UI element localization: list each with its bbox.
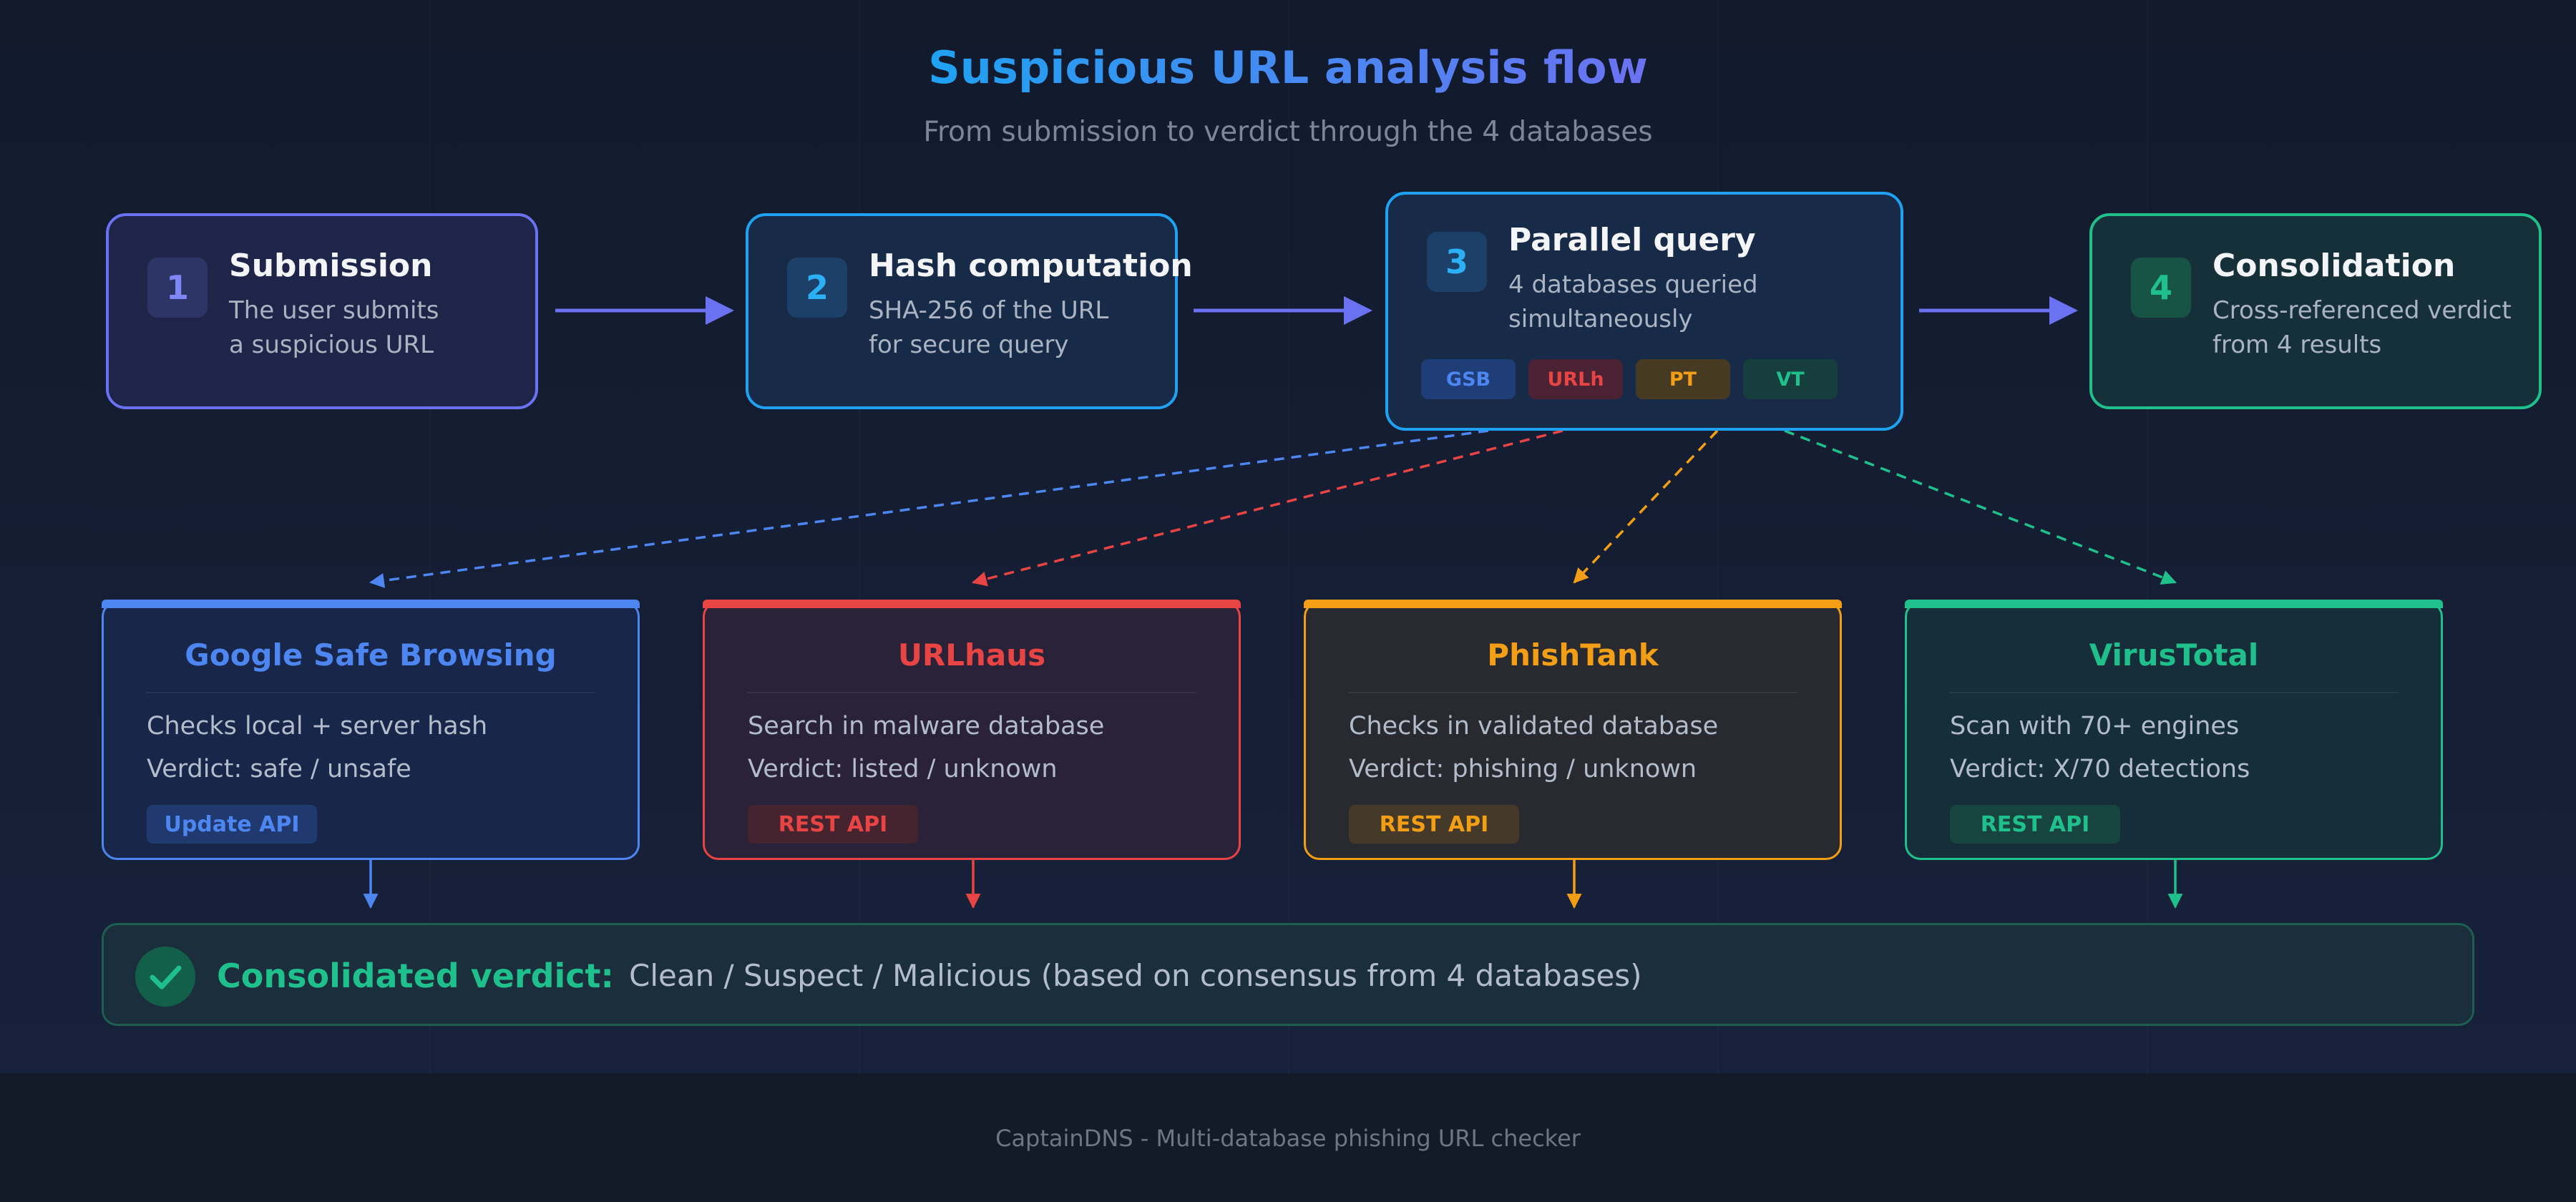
step-title: Hash computation [869, 248, 1193, 284]
verdict-outcomes: Clean / Suspect / Malicious (based on co… [629, 958, 1642, 993]
step-description-line: SHA-256 of the URL [869, 296, 1109, 325]
step-title: Parallel query [1508, 222, 1756, 258]
card-accent-bar [1905, 600, 2443, 608]
database-verdict: Verdict: safe / unsafe [147, 755, 411, 783]
step-number-badge: 1 [147, 258, 208, 318]
step-title: Submission [229, 248, 433, 284]
database-name: Google Safe Browsing [185, 637, 557, 673]
dashed-arrow-to-gsb [369, 429, 1489, 588]
step-description-line: The user submits [229, 296, 439, 325]
diagram-subtitle: From submission to verdict through the 4… [923, 116, 1653, 148]
dashed-arrow-to-phishtank [1573, 429, 1719, 584]
footer-caption: CaptainDNS - Multi-database phishing URL… [995, 1125, 1581, 1152]
database-verdict: Verdict: listed / unknown [748, 755, 1058, 783]
divider [1349, 692, 1797, 693]
divider [147, 692, 595, 693]
database-card-phishtank: PhishTank Checks in validated database V… [1304, 601, 1842, 860]
divider [1950, 692, 2398, 693]
database-description: Scan with 70+ engines [1950, 712, 2240, 741]
step-number-badge: 3 [1427, 232, 1487, 292]
database-tag-phishtank: PT [1636, 359, 1730, 399]
database-card-google-safe-browsing: Google Safe Browsing Checks local + serv… [102, 601, 640, 860]
api-badge: REST API [748, 805, 918, 844]
api-badge: Update API [147, 805, 317, 844]
footer-band [0, 1073, 2576, 1202]
step-title: Consolidation [2212, 248, 2456, 284]
step-submission: 1 Submission The user submits a suspicio… [106, 213, 538, 409]
step-hash-computation: 2 Hash computation SHA-256 of the URL fo… [746, 213, 1193, 409]
consolidated-verdict-banner: Consolidated verdict: Clean / Suspect / … [102, 923, 2474, 1026]
divider [748, 692, 1196, 693]
diagram-title: Suspicious URL analysis flow [0, 41, 2576, 94]
step-description-line: simultaneously [1508, 305, 1693, 333]
database-verdict: Verdict: phishing / unknown [1349, 755, 1697, 783]
step-description-line: for secure query [869, 331, 1069, 359]
step-number-badge: 4 [2131, 258, 2191, 318]
database-tag-gsb: GSB [1421, 359, 1516, 399]
database-verdict: Verdict: X/70 detections [1950, 755, 2250, 783]
diagram-title-text: Suspicious URL analysis flow [928, 41, 1648, 94]
database-tag-virustotal: VT [1743, 359, 1838, 399]
diagram-background [0, 0, 2576, 1073]
step-description-line: a suspicious URL [229, 331, 434, 359]
verdict-label: Consolidated verdict: [217, 957, 614, 995]
step-number-badge: 2 [787, 258, 847, 318]
database-card-virustotal: VirusTotal Scan with 70+ engines Verdict… [1905, 601, 2443, 860]
database-description: Checks in validated database [1349, 712, 1719, 741]
card-accent-bar [703, 600, 1241, 608]
card-accent-bar [1304, 600, 1842, 608]
database-name: URLhaus [897, 637, 1046, 673]
check-icon [135, 947, 195, 1007]
dashed-arrow-to-urlhaus [971, 429, 1563, 587]
step-description-line: from 4 results [2212, 331, 2382, 359]
database-card-urlhaus: URLhaus Search in malware database Verdi… [703, 601, 1241, 860]
step-consolidation: 4 Consolidation Cross-referenced verdict… [2089, 213, 2542, 409]
database-tag-urlhaus: URLh [1528, 359, 1623, 399]
database-name: PhishTank [1487, 637, 1659, 673]
database-name: VirusTotal [2089, 637, 2259, 673]
database-description: Checks local + server hash [147, 712, 488, 741]
step-description-line: 4 databases queried [1508, 270, 1758, 299]
card-accent-bar [102, 600, 640, 608]
dashed-arrow-to-virustotal [1784, 429, 2177, 585]
api-badge: REST API [1950, 805, 2120, 844]
step-description-line: Cross-referenced verdict [2212, 296, 2512, 325]
database-description: Search in malware database [748, 712, 1105, 741]
api-badge: REST API [1349, 805, 1519, 844]
